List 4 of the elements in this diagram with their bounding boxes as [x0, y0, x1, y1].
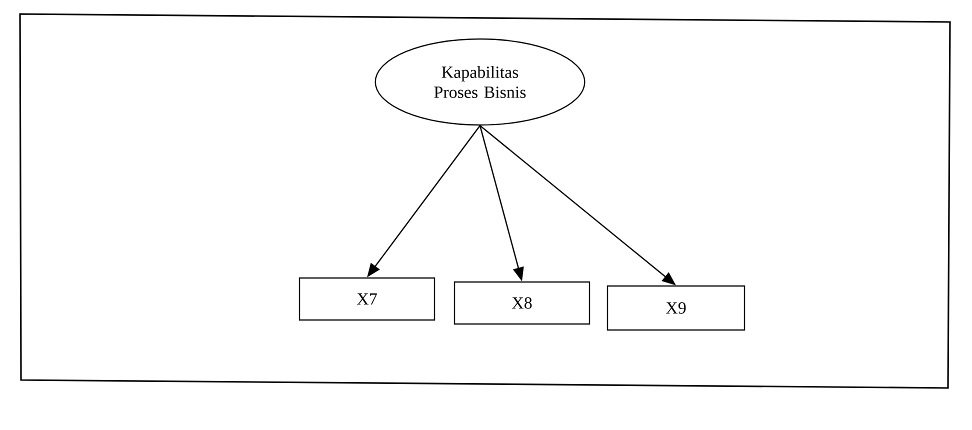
indicator-box: X9 [606, 285, 746, 331]
indicator-box: X7 [298, 277, 436, 321]
indicator-box: X8 [454, 281, 590, 325]
ellipse-node: Kapabilitas Proses Bisnis [374, 38, 586, 126]
